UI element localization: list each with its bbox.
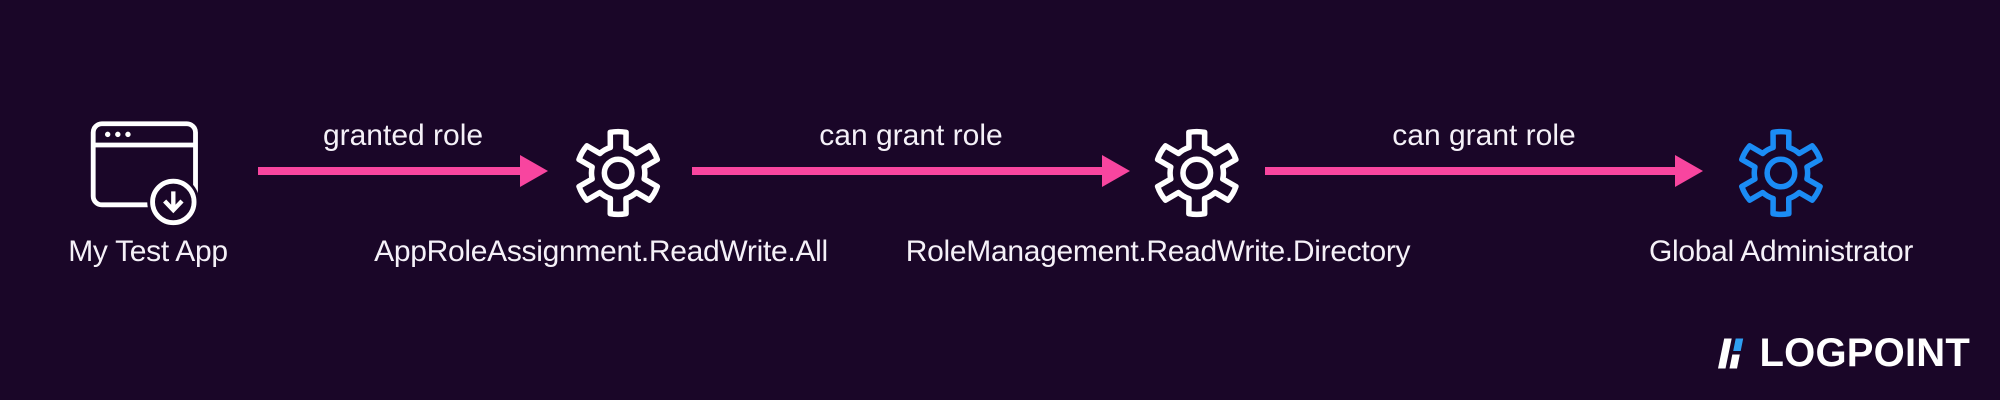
node-rolemanagement: RoleManagement.ReadWrite.Directory <box>906 120 1449 269</box>
gear-icon <box>572 120 664 225</box>
edge-can-grant-role-1: can grant role <box>692 119 1130 187</box>
node-label: Global Administrator <box>1648 235 1914 268</box>
edge-label: can grant role <box>819 119 1003 152</box>
node-my-test-app: My Test App <box>68 120 228 269</box>
edge-label: can grant role <box>1392 119 1576 152</box>
node-label: AppRoleAssignment.ReadWrite.All <box>374 235 828 268</box>
logpoint-wordmark: LOGPOINT <box>1759 331 1970 375</box>
arrow-line <box>1265 167 1677 175</box>
app-window-download-icon <box>90 120 206 228</box>
arrow-head-icon <box>1675 155 1703 187</box>
arrow-line <box>692 167 1104 175</box>
edge-can-grant-role-2: can grant role <box>1265 119 1703 187</box>
arrow-head-icon <box>520 155 548 187</box>
logpoint-logo: LOGPOINT <box>1717 331 1971 375</box>
edge-label: granted role <box>322 119 484 152</box>
edge-granted-role: granted role <box>258 119 548 187</box>
node-label: RoleManagement.ReadWrite.Directory <box>905 235 1411 268</box>
gear-icon <box>1151 120 1243 225</box>
arrow-head-icon <box>1102 155 1130 187</box>
node-approleassignment: AppRoleAssignment.ReadWrite.All <box>374 120 845 269</box>
arrow-line <box>258 167 522 175</box>
node-global-administrator: Global Administrator <box>1649 120 1913 269</box>
logpoint-mark-icon <box>1717 338 1743 368</box>
gear-icon <box>1735 120 1827 225</box>
node-label: My Test App <box>68 235 228 268</box>
